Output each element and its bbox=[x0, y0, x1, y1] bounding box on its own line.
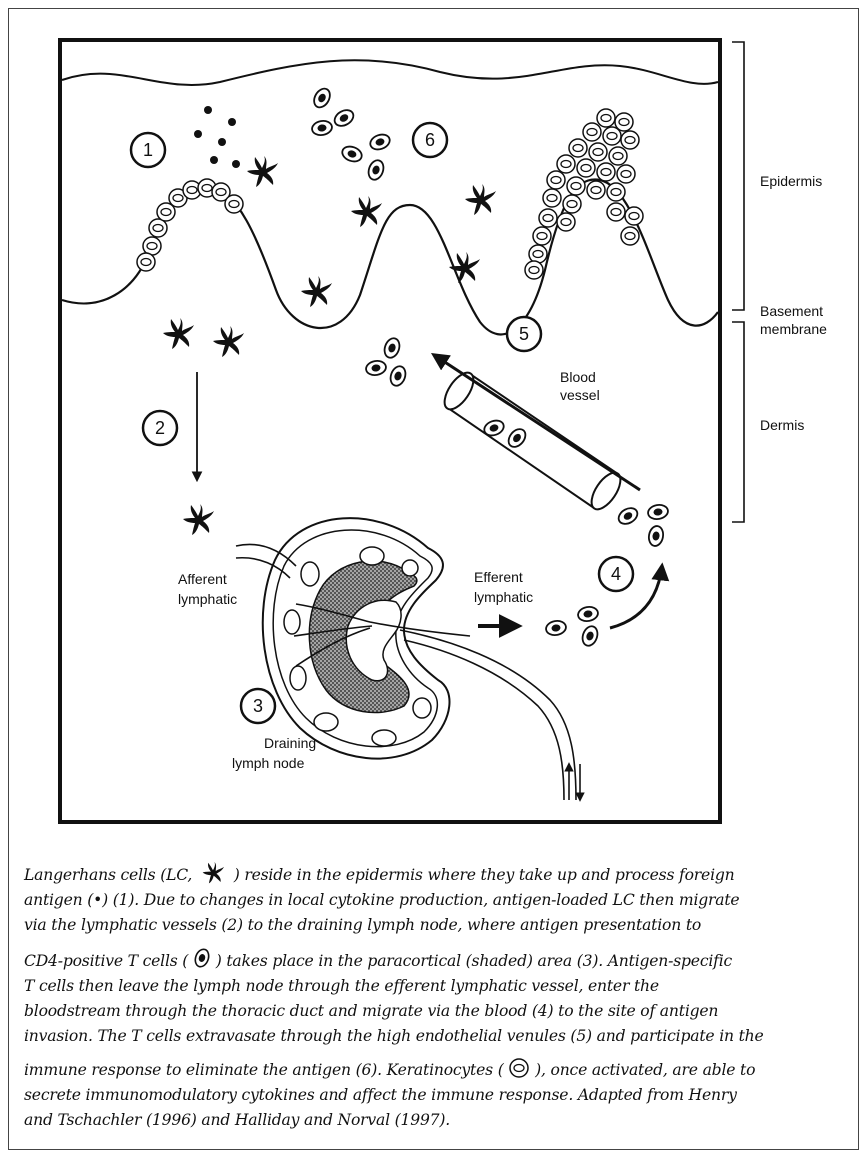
label-epidermis: Epidermis bbox=[760, 173, 822, 189]
label-blood-vessel-2: vessel bbox=[560, 387, 600, 403]
step-2: 2 bbox=[143, 411, 177, 445]
label-efferent-1: Efferent bbox=[474, 569, 523, 585]
svg-text:4: 4 bbox=[611, 564, 621, 584]
caption-line: T cells then leave the lymph node throug… bbox=[24, 974, 854, 999]
label-dermis: Dermis bbox=[760, 417, 804, 433]
t-cell-icon bbox=[193, 946, 211, 970]
epidermis-bracket bbox=[732, 42, 744, 310]
svg-text:2: 2 bbox=[155, 418, 165, 438]
caption-line: Langerhans cells (LC, ) reside in the ep… bbox=[24, 862, 854, 888]
svg-text:3: 3 bbox=[253, 696, 263, 716]
keratinocyte-icon bbox=[508, 1057, 530, 1079]
figure-caption: Langerhans cells (LC, ) reside in the ep… bbox=[24, 862, 854, 1133]
dermis-bracket bbox=[732, 322, 744, 522]
label-basement-1: Basement bbox=[760, 303, 823, 319]
caption-line: immune response to eliminate the antigen… bbox=[24, 1057, 854, 1083]
step-1: 1 bbox=[131, 133, 165, 167]
svg-text:1: 1 bbox=[143, 140, 153, 160]
caption-line: invasion. The T cells extravasate throug… bbox=[24, 1024, 854, 1049]
label-lymph-node-1: Draining bbox=[264, 735, 316, 751]
caption-line: bloodstream through the thoracic duct an… bbox=[24, 999, 854, 1024]
svg-text:6: 6 bbox=[425, 130, 435, 150]
step-5: 5 bbox=[507, 317, 541, 351]
langerhans-cell-icon bbox=[197, 862, 229, 884]
label-lymph-node-2: lymph node bbox=[232, 755, 305, 771]
caption-line: antigen (•) (1). Due to changes in local… bbox=[24, 888, 854, 913]
step-4: 4 bbox=[599, 557, 633, 591]
label-afferent-2: lymphatic bbox=[178, 591, 237, 607]
caption-line: secrete immunomodulatory cytokines and a… bbox=[24, 1083, 854, 1108]
caption-line: and Tschachler (1996) and Halliday and N… bbox=[24, 1108, 854, 1133]
label-basement-2: membrane bbox=[760, 321, 827, 337]
caption-line: CD4-positive T cells ( ) takes place in … bbox=[24, 946, 854, 974]
label-blood-vessel-1: Blood bbox=[560, 369, 596, 385]
step-3: 3 bbox=[241, 689, 275, 723]
svg-text:5: 5 bbox=[519, 324, 529, 344]
label-efferent-2: lymphatic bbox=[474, 589, 533, 605]
step-6: 6 bbox=[413, 123, 447, 157]
caption-line: via the lymphatic vessels (2) to the dra… bbox=[24, 913, 854, 938]
label-afferent-1: Afferent bbox=[178, 571, 227, 587]
diagram: 1 2 3 4 5 6 Blood vessel Afferent lympha… bbox=[0, 0, 867, 860]
